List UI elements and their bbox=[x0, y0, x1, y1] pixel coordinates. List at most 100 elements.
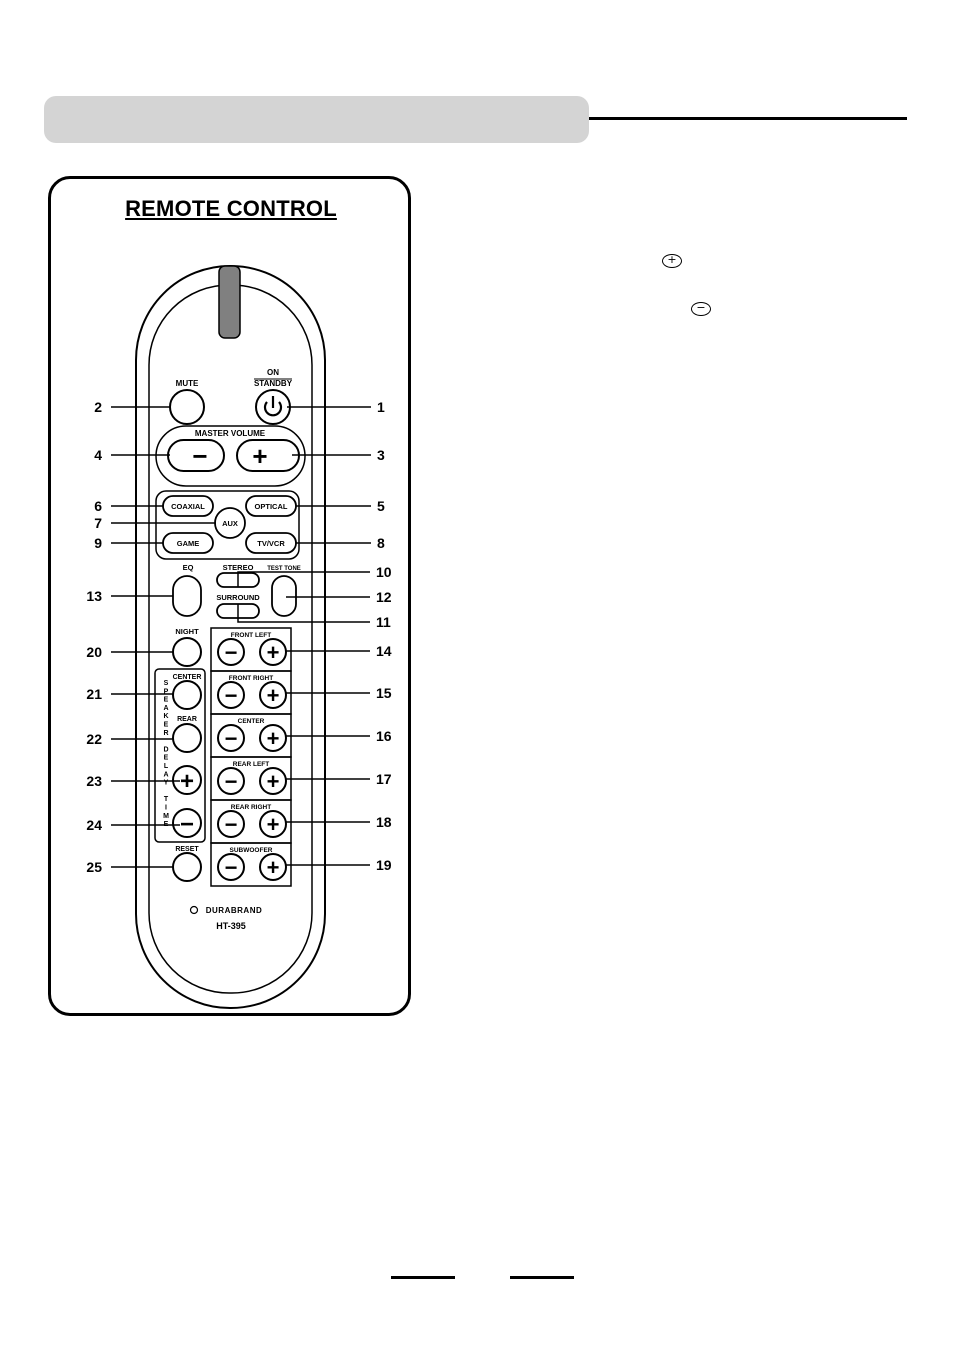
header-rule bbox=[589, 117, 907, 120]
eq-button[interactable] bbox=[172, 575, 202, 617]
night-button[interactable] bbox=[172, 637, 202, 667]
callout-number-2: 2 bbox=[94, 399, 102, 415]
callout-number-1: 1 bbox=[377, 399, 385, 415]
callout-number-23: 23 bbox=[86, 773, 102, 789]
minus-circle-icon: − bbox=[691, 302, 711, 316]
rear-delay-button[interactable] bbox=[172, 723, 202, 753]
power-icon bbox=[263, 401, 283, 417]
footer-rule-right bbox=[510, 1276, 574, 1279]
master-volume-label: MASTER VOLUME bbox=[195, 429, 266, 438]
volume-up-sign: + bbox=[252, 441, 267, 471]
reset-button[interactable] bbox=[172, 852, 202, 882]
callout-number-8: 8 bbox=[377, 535, 385, 551]
on-label: ON bbox=[267, 368, 279, 377]
callout-number-16: 16 bbox=[376, 728, 392, 744]
channel-minus-button-subwoofer[interactable] bbox=[217, 853, 245, 881]
channel-plus-button-rear-left[interactable] bbox=[259, 767, 287, 795]
channel-minus-sign: − bbox=[225, 683, 238, 708]
reset-label: RESET bbox=[175, 846, 199, 853]
plus-circle-icon: + bbox=[662, 254, 682, 268]
callout-number-17: 17 bbox=[376, 771, 392, 787]
channel-label-center: CENTER bbox=[238, 718, 265, 725]
channel-level-groups: FRONT LEFT−+FRONT RIGHT−+CENTER−+REAR LE… bbox=[210, 627, 292, 887]
callout-group: 2467913202122232425135810121114151617181… bbox=[86, 399, 391, 875]
callout-number-9: 9 bbox=[94, 535, 102, 551]
callout-number-24: 24 bbox=[86, 817, 102, 833]
callout-number-11: 11 bbox=[376, 614, 391, 630]
test-tone-button[interactable] bbox=[271, 575, 297, 617]
channel-plus-button-front-left[interactable] bbox=[259, 638, 287, 666]
callout-number-20: 20 bbox=[86, 644, 102, 660]
input-selector-frame bbox=[155, 490, 300, 560]
callout-number-10: 10 bbox=[376, 564, 392, 580]
callout-number-25: 25 bbox=[86, 859, 102, 875]
channel-plus-sign: + bbox=[267, 683, 280, 708]
callout-line-10 bbox=[237, 571, 370, 587]
delay-minus-button[interactable] bbox=[172, 808, 202, 838]
center-delay-button[interactable] bbox=[172, 680, 202, 710]
channel-label-front-right: FRONT RIGHT bbox=[229, 675, 273, 682]
channel-minus-sign: − bbox=[225, 726, 238, 751]
channel-label-subwoofer: SUBWOOFER bbox=[230, 847, 273, 854]
channel-plus-button-subwoofer[interactable] bbox=[259, 853, 287, 881]
panel-title: REMOTE CONTROL bbox=[125, 196, 337, 221]
surround-label: SURROUND bbox=[216, 593, 260, 602]
channel-plus-sign: + bbox=[267, 640, 280, 665]
callout-number-18: 18 bbox=[376, 814, 392, 830]
channel-plus-button-center[interactable] bbox=[259, 724, 287, 752]
callout-number-12: 12 bbox=[376, 589, 392, 605]
header-bar bbox=[44, 96, 589, 143]
channel-label-front-left: FRONT LEFT bbox=[231, 632, 271, 639]
mute-button[interactable] bbox=[169, 389, 205, 425]
tvvcr-label: TV/VCR bbox=[257, 539, 285, 548]
delay-plus-button[interactable] bbox=[172, 765, 202, 795]
volume-up-button[interactable] bbox=[236, 439, 300, 472]
callout-number-6: 6 bbox=[94, 498, 102, 514]
speaker-delay-frame bbox=[154, 668, 206, 843]
callout-number-5: 5 bbox=[377, 498, 385, 514]
channel-minus-button-front-right[interactable] bbox=[217, 681, 245, 709]
rear-delay-label: REAR bbox=[177, 716, 197, 723]
callout-number-22: 22 bbox=[86, 731, 102, 747]
callout-number-13: 13 bbox=[86, 588, 102, 604]
night-label: NIGHT bbox=[175, 627, 199, 636]
channel-minus-button-rear-right[interactable] bbox=[217, 810, 245, 838]
mute-label: MUTE bbox=[176, 379, 199, 388]
channel-minus-sign: − bbox=[225, 769, 238, 794]
aux-label: AUX bbox=[222, 519, 238, 528]
callout-number-21: 21 bbox=[86, 686, 102, 702]
model-label: HT-395 bbox=[216, 921, 246, 931]
channel-plus-button-front-right[interactable] bbox=[259, 681, 287, 709]
channel-minus-button-rear-left[interactable] bbox=[217, 767, 245, 795]
ir-window bbox=[218, 265, 241, 339]
eq-label: EQ bbox=[183, 563, 194, 572]
channel-minus-sign: − bbox=[225, 812, 238, 837]
channel-label-rear-right: REAR RIGHT bbox=[231, 804, 271, 811]
brand-label: DURABRAND bbox=[206, 906, 263, 915]
callout-line-11 bbox=[237, 604, 370, 623]
delay-plus-sign: + bbox=[180, 768, 194, 795]
callout-number-15: 15 bbox=[376, 685, 392, 701]
coaxial-label: COAXIAL bbox=[171, 502, 205, 511]
footer-rule-left bbox=[391, 1276, 455, 1279]
game-label: GAME bbox=[177, 539, 200, 548]
channel-minus-sign: − bbox=[225, 855, 238, 880]
channel-minus-button-front-left[interactable] bbox=[217, 638, 245, 666]
channel-plus-sign: + bbox=[267, 855, 280, 880]
channel-plus-sign: + bbox=[267, 812, 280, 837]
brand-logo-icon bbox=[189, 905, 199, 915]
channel-minus-button-center[interactable] bbox=[217, 724, 245, 752]
channel-plus-button-rear-right[interactable] bbox=[259, 810, 287, 838]
center-delay-label: CENTER bbox=[173, 674, 202, 681]
channel-minus-sign: − bbox=[225, 640, 238, 665]
master-volume-frame bbox=[155, 425, 306, 487]
callout-number-19: 19 bbox=[376, 857, 392, 873]
channel-label-rear-left: REAR LEFT bbox=[233, 761, 270, 768]
callout-number-4: 4 bbox=[94, 447, 102, 463]
optical-label: OPTICAL bbox=[255, 502, 288, 511]
channel-plus-sign: + bbox=[267, 726, 280, 751]
callout-number-3: 3 bbox=[377, 447, 385, 463]
volume-down-sign: − bbox=[192, 441, 207, 471]
standby-label: STANDBY bbox=[254, 379, 293, 388]
